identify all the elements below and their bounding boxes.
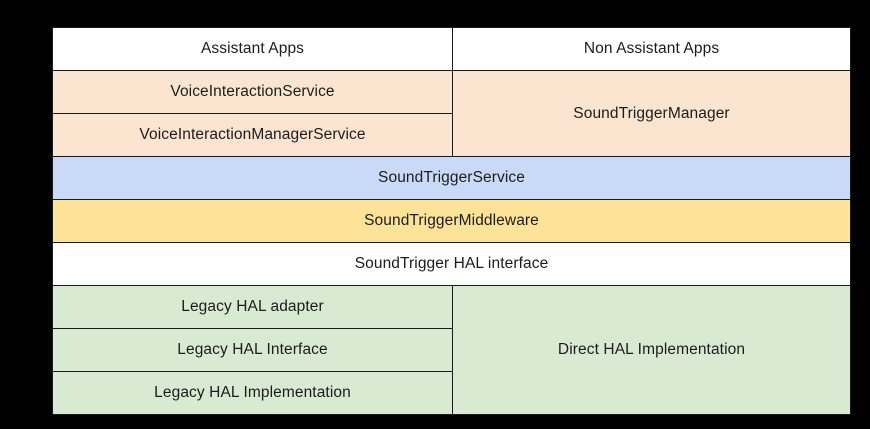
cell-sound-trigger-manager: SoundTriggerManager [452, 70, 851, 157]
table-row-legacy-hal-adapter: Legacy HAL adapter Direct HAL Implementa… [52, 285, 851, 415]
cell-legacy-hal-adapter: Legacy HAL adapter [52, 285, 453, 329]
cell-sound-trigger-service: SoundTriggerService [52, 156, 851, 200]
cell-legacy-hal-interface: Legacy HAL Interface [52, 328, 453, 372]
cell-non-assistant-apps: Non Assistant Apps [452, 27, 851, 71]
soundtrigger-stack-table: Assistant Apps Non Assistant Apps VoiceI… [52, 27, 851, 415]
cell-sound-trigger-middleware: SoundTriggerMiddleware [52, 199, 851, 243]
table-row-sound-trigger-service: SoundTriggerService [52, 156, 851, 200]
table-row-headers: Assistant Apps Non Assistant Apps [52, 27, 851, 71]
table-row-legacy-hal-interface: Legacy HAL Interface [52, 328, 851, 372]
cell-voice-interaction-service: VoiceInteractionService [52, 70, 453, 114]
cell-sound-trigger-hal-interface: SoundTrigger HAL interface [52, 242, 851, 286]
cell-voice-interaction-manager-service: VoiceInteractionManagerService [52, 113, 453, 157]
table-row-sound-trigger-middleware: SoundTriggerMiddleware [52, 199, 851, 243]
table-row-sound-trigger-hal-interface: SoundTrigger HAL interface [52, 242, 851, 286]
cell-direct-hal-implementation: Direct HAL Implementation [452, 285, 851, 415]
cell-assistant-apps: Assistant Apps [52, 27, 453, 71]
table-row-voice-interaction-manager-service: VoiceInteractionManagerService [52, 113, 851, 157]
table-row-legacy-hal-implementation: Legacy HAL Implementation [52, 371, 851, 415]
table-row-voice-interaction-service: VoiceInteractionService SoundTriggerMana… [52, 70, 851, 157]
cell-legacy-hal-implementation: Legacy HAL Implementation [52, 371, 453, 415]
